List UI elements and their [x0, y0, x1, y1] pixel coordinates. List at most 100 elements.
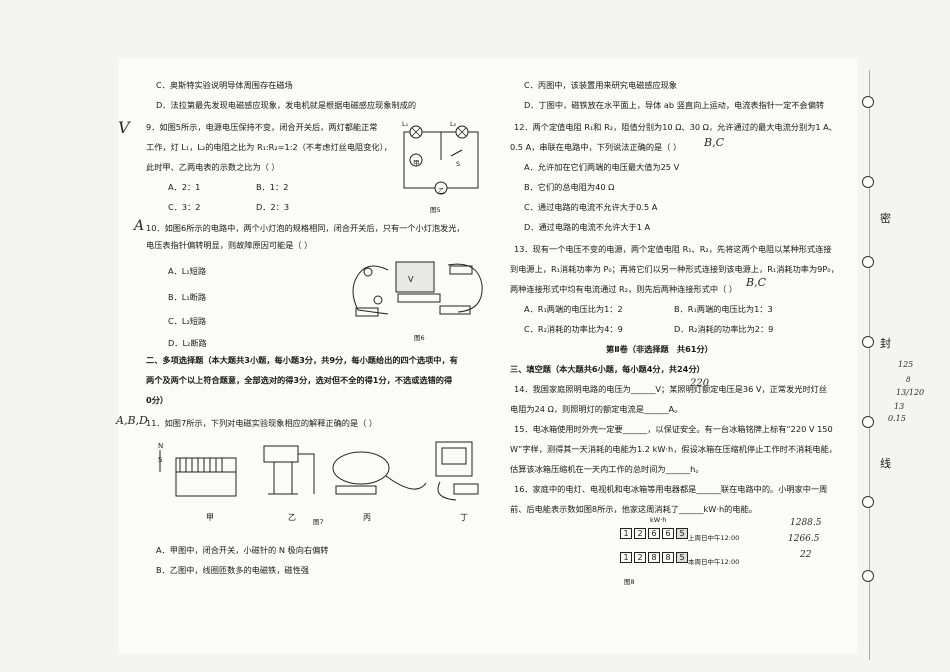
meter1-digit: 6 — [648, 528, 660, 539]
q9-option-d: D．2：3 — [256, 202, 290, 212]
figure-7-illustration: N S — [158, 441, 479, 501]
q13-stem-3: 两种连接形式中均有电流通过 R₂，则先后两种连接形式中（ ） — [510, 284, 738, 294]
exam-page: C．奥斯特实验说明导体周围存在磁场 D．法拉第最先发现电磁感应现象，发电机就是根… — [116, 58, 858, 654]
q13-option-b: B．R₁两端的电压比为1：3 — [674, 304, 773, 314]
handwritten-calc-3: 22 — [800, 550, 812, 560]
q9-option-b: B．1：2 — [256, 182, 289, 192]
q11-option-d: D．丁图中，磁铁放在水平面上，导体 ab 竖直向上运动，电流表指针一定不会偏转 — [524, 100, 825, 110]
part2-heading: 第Ⅱ卷（非选择题 共61分） — [606, 344, 713, 354]
side-calc: 8 — [906, 376, 911, 384]
handwritten-calc-2: 1266.5 — [788, 534, 820, 544]
binding-hole — [862, 256, 874, 268]
meter2-digit: 8 — [662, 552, 674, 563]
q15-line-1: 15．电冰箱使用时外壳一定要______，以保证安全。有一台冰箱铭牌上标有“22… — [514, 424, 833, 434]
side-calc: 125 — [898, 360, 914, 369]
q13-option-d: D．R₂消耗的功率比为2：9 — [674, 324, 774, 334]
side-calc: 0.15 — [888, 414, 906, 423]
q10-stem-2: 电压表指针偏转明显，则故障原因可能是（ ） — [146, 240, 313, 250]
fig7-label-jia: 甲 — [206, 513, 214, 522]
q13-stem-1: 13．现有一个电压不变的电源，两个定值电阻 R₁、R₂，先将这两个电阻以某种形式… — [514, 244, 832, 254]
q10-option-b: B．L₁断路 — [168, 292, 207, 302]
fig5-label-l1: L₁ — [402, 120, 409, 128]
fig5-label-l2: L₂ — [450, 120, 457, 128]
handwritten-calc-1: 1288.5 — [790, 518, 822, 528]
margin-label-feng: 封 — [880, 337, 891, 350]
handwritten-q10-mark: A — [134, 218, 145, 234]
fig7-label-yi: 乙 — [288, 513, 296, 522]
meter2-digit: 8 — [648, 552, 660, 563]
fig5-label-s: S — [456, 160, 461, 168]
section2-heading-3: 0分） — [146, 395, 169, 405]
q11-option-a: A．甲图中，闭合开关，小磁针的 N 极向右偏转 — [156, 545, 329, 555]
meter-unit: kW·h — [650, 516, 667, 524]
q12-option-d: D．通过电路的电流不允许大于1 A — [524, 222, 651, 232]
binding-hole — [862, 496, 874, 508]
fig7-label-bing: 丙 — [363, 513, 371, 522]
q10-option-a: A．L₁短路 — [168, 266, 207, 276]
figure-5-caption: 图5 — [430, 206, 441, 214]
fig7-label-ding: 丁 — [460, 513, 468, 522]
fig5-label-yi: 乙 — [438, 187, 445, 195]
figure-6-caption: 图6 — [414, 334, 425, 342]
q13-option-c: C．R₂消耗的功率比为4：9 — [524, 324, 623, 334]
handwritten-q13-mark: B,C — [746, 276, 766, 289]
q15-line-3: 估算该冰箱压缩机在一天内工作的总时间为______h。 — [510, 464, 704, 474]
q9-stem-1: 9．如图5所示，电源电压保持不变，闭合开关后，两灯都能正常 — [146, 122, 378, 132]
q16-line-2: 前、后电能表示数如图8所示，他家这周消耗了______kW·h的电能。 — [510, 504, 757, 514]
meter2-label: 本周日中午12:00 — [688, 558, 740, 566]
margin-label-mi: 密 — [880, 212, 891, 225]
figure-6-illustration: V — [352, 261, 483, 317]
figure-7-caption: 图7 — [313, 518, 324, 526]
q12-stem-2: 0.5 A，串联在电路中，下列说法正确的是（ ） — [510, 142, 682, 152]
handwritten-q11-mark: A,B,D — [116, 414, 148, 427]
q12-stem-1: 12．两个定值电阻 R₁和 R₂，阻值分别为10 Ω、30 Ω，允许通过的最大电… — [514, 122, 837, 132]
binding-hole — [862, 336, 874, 348]
q10-stem-1: 10．如图6所示的电路中，两个小灯泡的规格相同，闭合开关后，只有一个小灯泡发光， — [146, 223, 465, 233]
q13-option-a: A．R₁两端的电压比为1：2 — [524, 304, 623, 314]
q10-option-d: D．L₂断路 — [168, 338, 207, 348]
q9-stem-3: 此时甲、乙两电表的示数之比为（ ） — [146, 162, 280, 172]
meter1-digit: 2 — [634, 528, 646, 539]
meter2-digit: 1 — [620, 552, 632, 563]
q14-line-1: 14．我国家庭照明电路的电压为______V；某照明灯额定电压是36 V，正常发… — [514, 384, 828, 394]
meter2-decimal-digit: 5 — [676, 552, 688, 563]
q15-line-2: W”字样，测得其一天消耗的电能为1.2 kW·h，假设冰箱在压缩机停止工作时不消… — [510, 444, 837, 454]
figure-8-caption: 图8 — [624, 578, 635, 586]
meter1-decimal-digit: 5 — [676, 528, 688, 539]
q12-option-a: A．允许加在它们两端的电压最大值为25 V — [524, 162, 680, 172]
section2-heading-2: 两个及两个以上符合题意，全部选对的得3分，选对但不全的得1分，不选或选错的得 — [146, 375, 453, 385]
q12-option-b: B．它们的总电阻为40 Ω — [524, 182, 615, 192]
svg-text:N: N — [158, 442, 163, 450]
svg-text:S: S — [158, 456, 163, 464]
side-calc: 13 — [894, 402, 905, 411]
figure-5-circuit — [403, 125, 479, 195]
q9-stem-2: 工作，灯 L₁，L₂的电阻之比为 R₁:R₂=1:2（不考虑灯丝电阻变化）， — [146, 142, 392, 152]
section2-heading-1: 二、多项选择题（本大题共3小题，每小题3分，共9分，每小题给出的四个选项中，有 — [146, 355, 458, 365]
q16-line-1: 16．家庭中的电灯、电视机和电冰箱等用电器都是______联在电路中的。小明家中… — [514, 484, 828, 494]
q13-stem-2: 到电源上，R₁消耗功率为 P₀；再将它们以另一种形式连接到该电源上，R₁消耗功率… — [510, 264, 839, 274]
handwritten-q9-mark: V — [118, 118, 130, 137]
handwritten-q14-answer: 220 — [690, 378, 710, 389]
meter-before: 1 2 6 6 5 — [620, 528, 688, 539]
q11-option-b: B．乙图中，线圈匝数多的电磁铁，磁性强 — [156, 565, 309, 575]
q9-option-a: A．2：1 — [168, 182, 201, 192]
side-calc: 13/120 — [896, 388, 925, 397]
q14-line-2: 电阻为24 Ω，则照明灯的额定电流是______A。 — [510, 404, 683, 414]
q9-option-c: C．3：2 — [168, 202, 201, 212]
meter1-digit: 1 — [620, 528, 632, 539]
q11-option-c: C．丙图中，该装置用来研究电磁感应现象 — [524, 80, 678, 90]
svg-text:V: V — [408, 275, 414, 284]
fig5-label-jia: 甲 — [413, 159, 420, 167]
binding-hole — [862, 416, 874, 428]
meter-after: 1 2 8 8 5 — [620, 552, 688, 563]
binding-line — [869, 70, 870, 660]
section3-heading: 三、填空题（本大题共6小题，每小题4分，共24分） — [510, 364, 705, 374]
meter2-digit: 2 — [634, 552, 646, 563]
q8-option-d: D．法拉第最先发现电磁感应现象，发电机就是根据电磁感应现象制成的 — [156, 100, 417, 110]
margin-label-xian: 线 — [880, 457, 891, 470]
meter1-digit: 6 — [662, 528, 674, 539]
binding-hole — [862, 96, 874, 108]
handwritten-q12-mark: B,C — [704, 136, 724, 149]
q12-option-c: C．通过电路的电流不允许大于0.5 A — [524, 202, 658, 212]
binding-hole — [862, 176, 874, 188]
